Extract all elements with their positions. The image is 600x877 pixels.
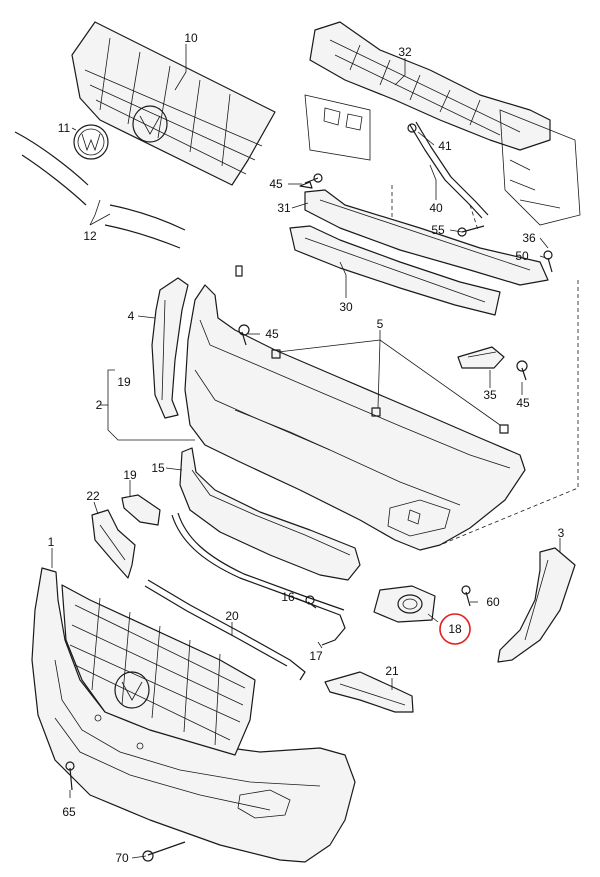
part-20-lower-strip (144, 579, 306, 681)
part-1-complete-bumper (31, 567, 356, 863)
callout-1: 1 (48, 535, 55, 549)
part-31-impact-bar (304, 189, 549, 286)
callout-35: 35 (483, 388, 497, 402)
part-18-fog-lamp-cover (373, 585, 436, 623)
callout-17: 17 (309, 649, 323, 663)
callout-18: 18 (448, 622, 462, 636)
callout-55: 55 (431, 223, 445, 237)
part-32-carrier (309, 21, 551, 151)
callout-labels: 10 32 11 41 45 31 40 55 12 36 50 30 4 5 … (48, 31, 565, 865)
callout-70: 70 (115, 851, 129, 865)
part-30-absorber (289, 225, 501, 316)
part-3-side-trim (497, 547, 576, 663)
callout-11: 11 (58, 121, 71, 135)
part-11-emblem (73, 124, 109, 160)
callout-16: 16 (281, 590, 295, 604)
callout-19b: 19 (123, 468, 137, 482)
part-22-bracket (91, 509, 136, 579)
callout-30: 30 (339, 300, 353, 314)
reference-lines (391, 185, 579, 546)
part-40-41-strut (407, 121, 489, 219)
part-17-lower-strip (171, 512, 346, 646)
callout-2: 2 (96, 398, 103, 412)
highlight-circle (439, 613, 471, 645)
callout-15: 15 (151, 461, 165, 475)
callout-21: 21 (385, 664, 399, 678)
part-19-trim (121, 494, 161, 526)
callout-45c: 45 (516, 396, 530, 410)
part-15-lower-frame (179, 447, 361, 581)
callout-32: 32 (398, 45, 412, 59)
part-10-upper-grille (71, 21, 276, 186)
part-35-clip (457, 346, 505, 369)
callout-45a: 45 (269, 177, 283, 191)
leader-lines (51, 44, 561, 859)
callout-41: 41 (438, 139, 452, 153)
callout-40: 40 (429, 201, 443, 215)
callout-31: 31 (277, 201, 291, 215)
callout-3: 3 (558, 526, 565, 540)
fasteners (65, 173, 553, 862)
part-12-chrome-strips (14, 131, 186, 249)
callout-19a: 19 (117, 375, 131, 389)
callout-20: 20 (225, 609, 239, 623)
part-2-bumper-cover (184, 284, 526, 551)
part-21-lower-bracket (324, 671, 414, 713)
callout-65: 65 (62, 805, 76, 819)
callout-45b: 45 (265, 327, 279, 341)
callout-12: 12 (83, 229, 97, 243)
callout-5: 5 (377, 317, 384, 331)
callout-36: 36 (522, 231, 536, 245)
callout-22: 22 (86, 489, 100, 503)
callout-60: 60 (486, 595, 500, 609)
callout-50: 50 (515, 249, 529, 263)
callout-4: 4 (128, 309, 135, 323)
part-4-side-bracket (151, 277, 189, 419)
callout-10: 10 (184, 31, 198, 45)
part-body-structure (304, 94, 581, 226)
